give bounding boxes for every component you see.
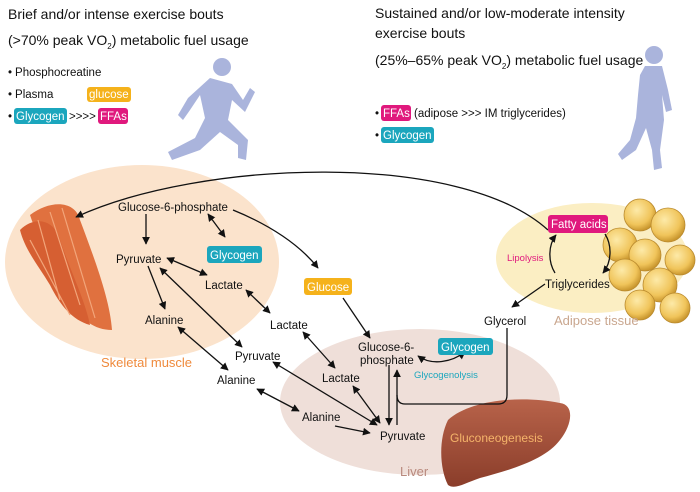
- walker-silhouette-icon: [618, 46, 672, 170]
- right-bullet-2-dot: •: [375, 130, 379, 142]
- muscle-glycogen-text: Glycogen: [210, 250, 259, 262]
- gluconeogenesis-label: Gluconeogenesis: [450, 431, 543, 445]
- liver-label: Liver: [400, 464, 429, 479]
- left-title-line2: (>70% peak VO2) metabolic fuel usage: [8, 32, 249, 51]
- adipose-tissue-label: Adipose tissue: [554, 313, 639, 328]
- glycogen-badge: [14, 108, 67, 124]
- glycogen-badge-text: Glycogen: [16, 111, 65, 123]
- liver-glycogen-badge: [438, 338, 493, 355]
- lipolysis-label: Lipolysis: [507, 253, 544, 264]
- liver-alanine-label: Alanine: [302, 412, 340, 424]
- right-title-line1: Sustained and/or low-moderate intensity: [375, 5, 625, 21]
- triglycerides-label: Triglycerides: [545, 279, 610, 291]
- liver-pyruvate-label: Pyruvate: [380, 431, 425, 443]
- right-bullet-1-dot: •: [375, 108, 379, 120]
- ffa-badge-text: FFAs: [100, 111, 127, 123]
- muscle-g6p-label: Glucose-6-phosphate: [118, 202, 228, 214]
- ffa-badge: [381, 105, 411, 121]
- left-title-line1: Brief and/or intense exercise bouts: [8, 6, 224, 22]
- glycerol-label: Glycerol: [484, 316, 526, 328]
- ffa-badge: [98, 108, 128, 124]
- glucose-badge-text: glucose: [89, 89, 129, 101]
- ffa-badge-text: FFAs: [383, 108, 410, 120]
- blood-lactate-label: Lactate: [270, 320, 308, 332]
- blood-glucose-text: Glucose: [307, 282, 349, 294]
- fatty-acids-text: Fatty acids: [551, 219, 607, 231]
- skeletal-muscle-label: Skeletal muscle: [101, 355, 192, 370]
- muscle-pyruvate-label: Pyruvate: [116, 254, 161, 266]
- right-title-line3: (25%–65% peak VO2) metabolic fuel usage: [375, 52, 643, 71]
- glycogenolysis-label: Glycogenolysis: [414, 370, 478, 381]
- fat-cells-icon: [602, 198, 696, 324]
- blood-pyruvate-label: Pyruvate: [235, 351, 280, 363]
- muscle-glycogen-badge: [207, 246, 262, 263]
- blood-glucose-badge: [304, 278, 352, 295]
- muscle-alanine-label: Alanine: [145, 315, 183, 327]
- greater-than-text: >>>>: [69, 111, 96, 123]
- glycogen-badge-text: Glycogen: [383, 130, 432, 142]
- right-title-line2: exercise bouts: [375, 25, 465, 41]
- liver-g6p-line2: phosphate: [360, 355, 414, 367]
- left-bullet-1: •Phosphocreatine: [8, 67, 101, 79]
- left-bullet-3-dot: •: [8, 111, 12, 123]
- liver-lactate-label: Lactate: [322, 373, 360, 385]
- glucose-badge: [87, 87, 131, 102]
- liver-icon: [441, 399, 571, 487]
- ffa-source-text: (adipose >>> IM triglycerides): [414, 108, 566, 120]
- muscle-icon: [20, 204, 112, 330]
- runner-silhouette-icon: [168, 58, 255, 160]
- glycogen-badge: [381, 127, 434, 143]
- liver-g6p-line1: Glucose-6-: [358, 342, 414, 354]
- pathway-arrows: [75, 171, 611, 436]
- liver-glycogen-text: Glycogen: [441, 342, 490, 354]
- blood-alanine-label: Alanine: [217, 375, 255, 387]
- muscle-lactate-label: Lactate: [205, 280, 243, 292]
- left-bullet-2: •Plasma: [8, 89, 54, 101]
- fatty-acids-badge: [548, 215, 608, 233]
